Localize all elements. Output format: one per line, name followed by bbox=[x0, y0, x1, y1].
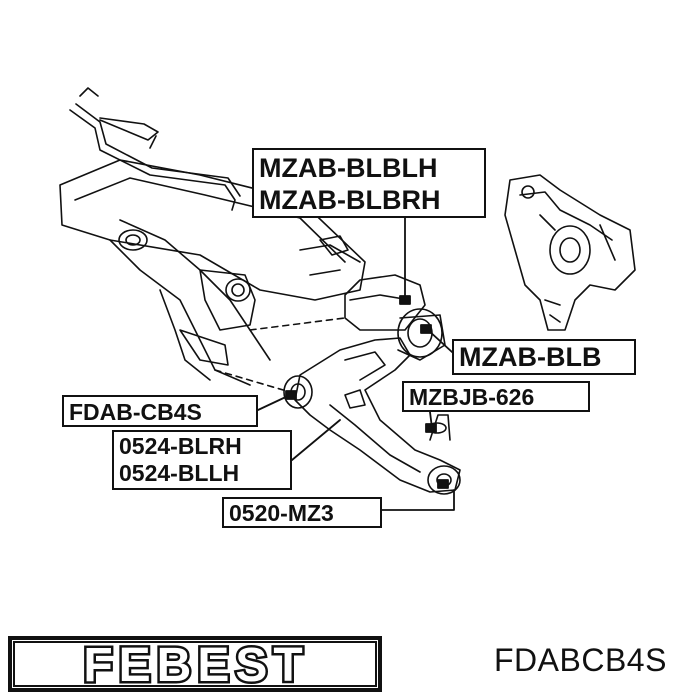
logo-wordmark: FEBEST bbox=[83, 639, 308, 692]
reference-dashes bbox=[214, 317, 346, 393]
callout-leaders bbox=[257, 217, 455, 511]
callout-mzab-blb: MZAB-BLB bbox=[452, 339, 636, 375]
callout-text-1: 0524-BLRH bbox=[119, 433, 242, 459]
callout-text: 0520-MZ3 bbox=[229, 500, 334, 526]
callout-text: MZBJB-626 bbox=[409, 384, 535, 410]
part-number: FDABCB4S bbox=[494, 642, 667, 678]
callout-text: MZAB-BLB bbox=[459, 342, 602, 372]
callout-0524: 0524-BLRH 0524-BLLH bbox=[112, 430, 292, 490]
callout-fdab-cb4s: FDAB-CB4S bbox=[62, 395, 258, 427]
callout-mzab-blblh: MZAB-BLBLH MZAB-BLBRH bbox=[252, 148, 486, 218]
callout-text: FDAB-CB4S bbox=[69, 399, 202, 425]
callout-mzbjb-626: MZBJB-626 bbox=[402, 381, 590, 412]
subframe bbox=[59, 159, 366, 386]
steering-knuckle bbox=[504, 174, 636, 331]
febest-logo: FEBEST bbox=[8, 636, 382, 694]
stabilizer-bar bbox=[69, 87, 241, 211]
callout-text-2: 0524-BLLH bbox=[119, 460, 240, 486]
callout-text-1: MZAB-BLBLH bbox=[259, 153, 438, 183]
callout-0520-mz3: 0520-MZ3 bbox=[222, 497, 382, 528]
callout-text-2: MZAB-BLBRH bbox=[259, 185, 441, 215]
lower-control-arm bbox=[283, 337, 461, 495]
